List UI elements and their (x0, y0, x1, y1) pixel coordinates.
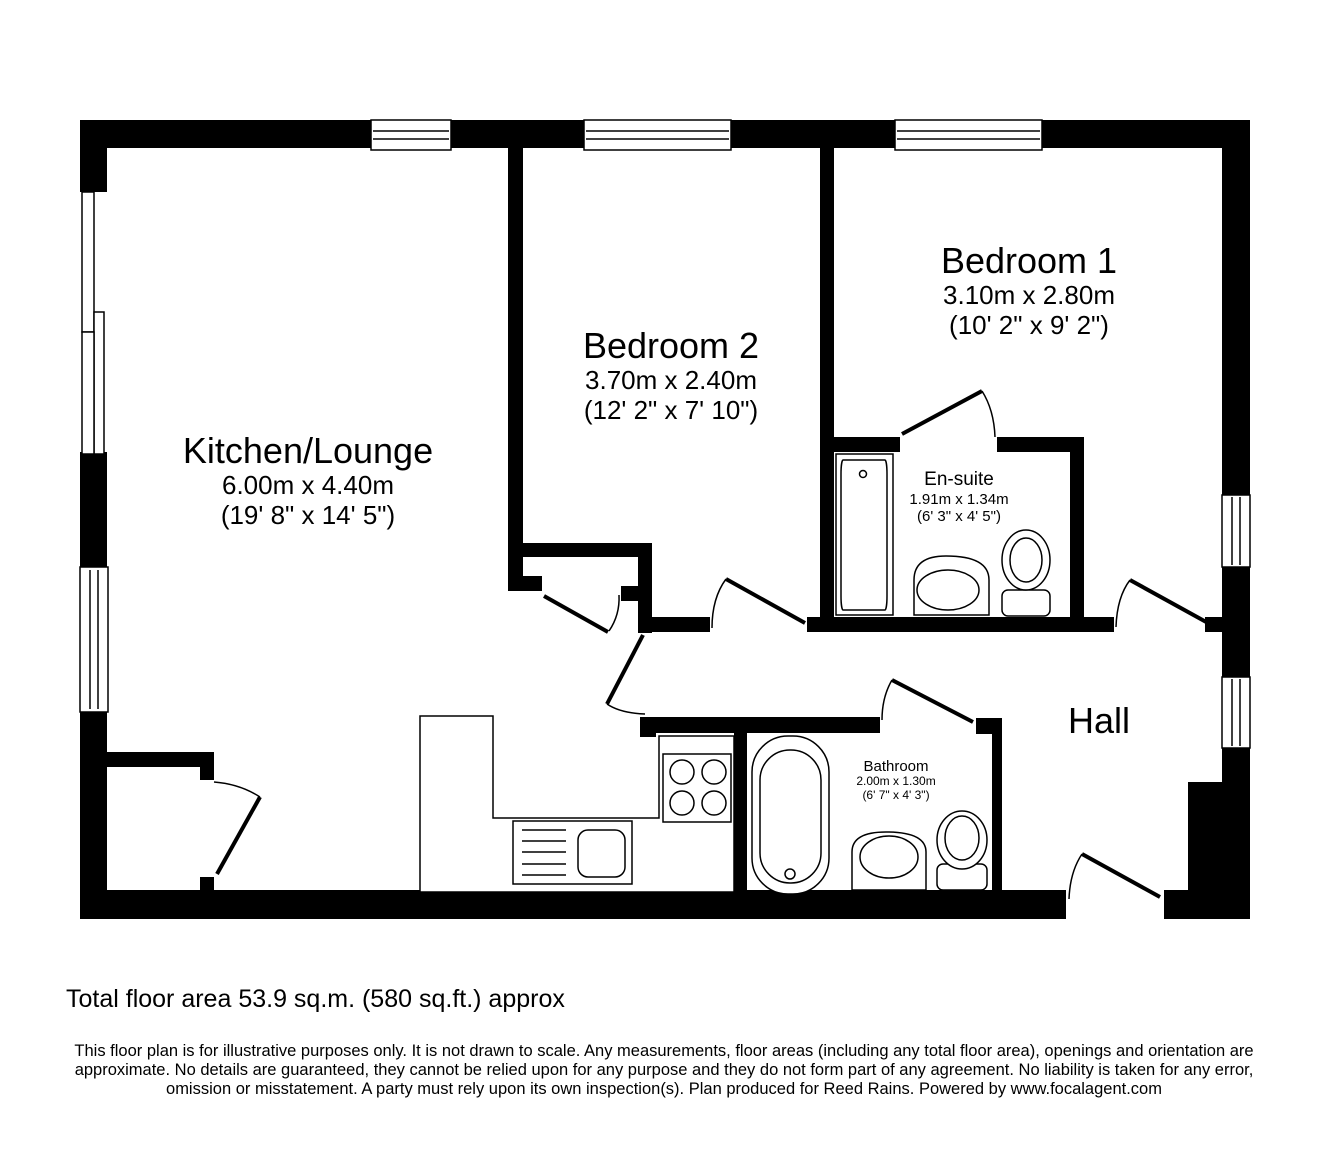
room-dimensions-imperial: (10' 2" x 9' 2") (949, 310, 1109, 341)
fixtures (419, 453, 1051, 895)
room-dimensions-imperial: (6' 7" x 4' 3") (862, 788, 930, 803)
washbasin-icon (913, 555, 990, 616)
disclaimer-text: This floor plan is for illustrative purp… (74, 1042, 1254, 1098)
windows (79, 119, 1251, 749)
room-dimensions-metric: 3.10m x 2.80m (943, 280, 1115, 311)
washbasin-icon (851, 831, 927, 891)
room-label-bedroom-1: Bedroom 1 3.10m x 2.80m (10' 2" x 9' 2") (941, 240, 1117, 341)
door-icon (901, 389, 996, 438)
window-icon (894, 119, 1043, 151)
window-icon (79, 566, 109, 713)
door-icon (213, 781, 262, 875)
room-dimensions-metric: 3.70m x 2.40m (585, 365, 757, 396)
room-label-en-suite: En-suite 1.91m x 1.34m (6' 3" x 4' 5") (909, 469, 1008, 525)
room-label-bedroom-2: Bedroom 2 3.70m x 2.40m (12' 2" x 7' 10"… (583, 325, 759, 426)
room-name: Kitchen/Lounge (182, 430, 434, 471)
hob-icon (662, 753, 732, 823)
room-dimensions-imperial: (19' 8" x 14' 5") (220, 500, 396, 531)
window-icon (1221, 676, 1251, 749)
bathtub-icon (835, 453, 894, 616)
sliding-door-icon (81, 191, 105, 455)
door-icon (881, 678, 974, 724)
window-icon (583, 119, 732, 151)
room-name: Bedroom 1 (940, 240, 1118, 281)
doors (213, 389, 1209, 900)
door-icon (1115, 578, 1209, 628)
room-name: Bathroom (863, 758, 929, 775)
bathtub-icon (751, 735, 830, 895)
room-name: Bedroom 2 (582, 325, 760, 366)
worktop (419, 715, 735, 893)
door-icon (1068, 852, 1161, 900)
room-dimensions-metric: 2.00m x 1.30m (856, 774, 936, 789)
room-label-hall: Hall (1068, 700, 1130, 741)
sink-icon (512, 820, 633, 885)
toilet-icon (936, 810, 988, 891)
door-icon (711, 577, 806, 629)
room-dimensions-metric: 1.91m x 1.34m (909, 490, 1009, 508)
door-icon (605, 634, 646, 715)
room-dimensions-imperial: (6' 3" x 4' 5") (917, 508, 1001, 526)
room-name: En-suite (924, 469, 994, 490)
toilet-icon (1001, 529, 1051, 617)
window-icon (370, 119, 452, 151)
room-name: Hall (1067, 700, 1131, 741)
room-label-bathroom: Bathroom 2.00m x 1.30m (6' 7" x 4' 3") (856, 758, 935, 803)
total-floor-area: Total floor area 53.9 sq.m. (580 sq.ft.)… (66, 985, 565, 1013)
room-label-kitchen-lounge: Kitchen/Lounge 6.00m x 4.40m (19' 8" x 1… (183, 430, 433, 531)
window-icon (1221, 494, 1251, 568)
room-dimensions-metric: 6.00m x 4.40m (222, 470, 394, 501)
walls (80, 120, 1250, 919)
room-dimensions-imperial: (12' 2" x 7' 10") (583, 395, 759, 426)
door-icon (543, 594, 620, 634)
